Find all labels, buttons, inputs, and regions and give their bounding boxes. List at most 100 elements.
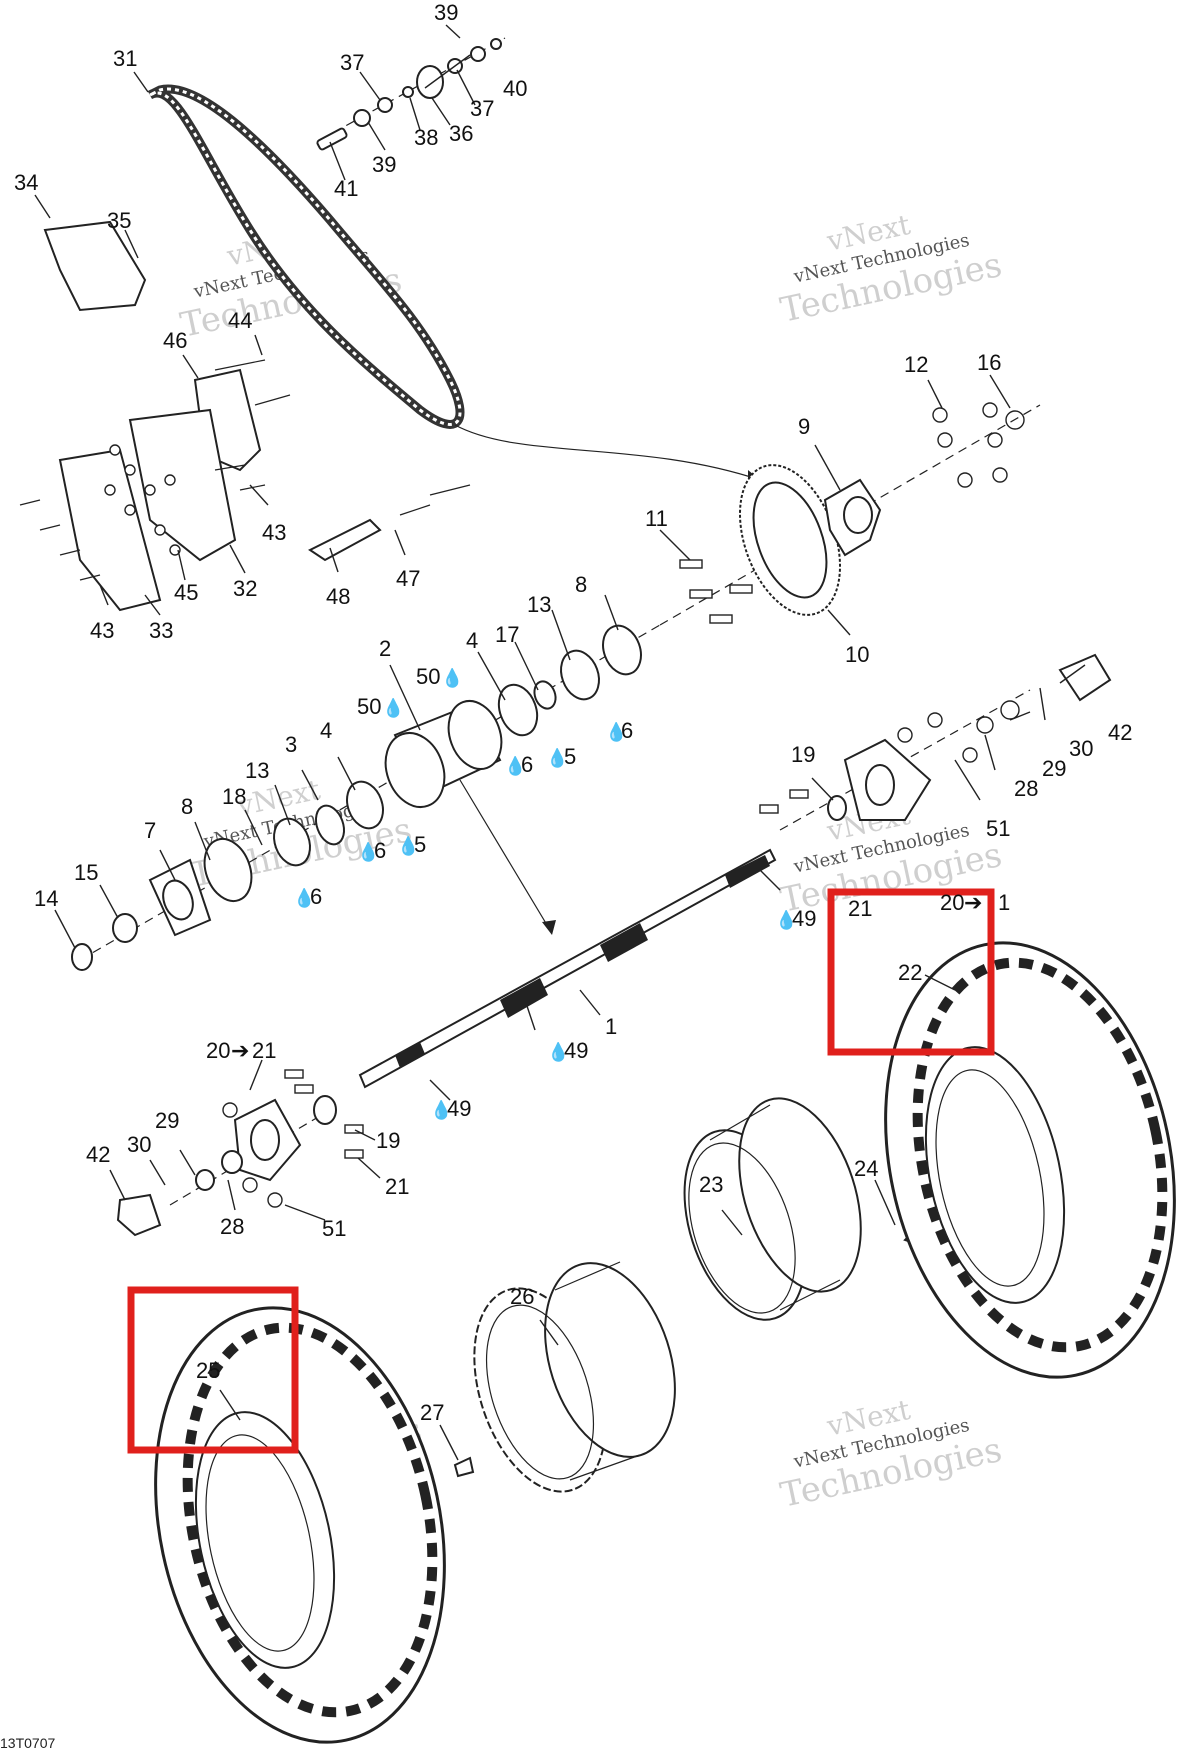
callout-43: 43 (262, 520, 286, 545)
arrow-glyph: ➔ (964, 890, 982, 915)
callout-6: 6 (621, 718, 633, 743)
callout-49: 49 (792, 906, 816, 931)
highlight-box-25 (127, 1286, 299, 1454)
callout-3: 3 (285, 732, 297, 757)
callout-50: 50 (357, 694, 381, 719)
callout-41: 41 (334, 176, 358, 201)
callout-24: 24 (854, 1156, 878, 1181)
callout-28: 28 (1014, 776, 1038, 801)
callout-2: 2 (379, 636, 391, 661)
callout-1-partial: 1 (998, 890, 1010, 915)
callout-20: 20 (206, 1038, 230, 1063)
callout-21: 21 (848, 896, 872, 921)
callout-28: 28 (220, 1214, 244, 1239)
callout-29: 29 (155, 1108, 179, 1133)
callout-30: 30 (127, 1132, 151, 1157)
bearing-housing (71, 624, 661, 971)
callout-15: 15 (74, 860, 98, 885)
callout-47: 47 (396, 566, 420, 591)
figure-code: 13T0707 (0, 1735, 55, 1751)
lubricant-icon: 💧 (397, 835, 419, 857)
callout-5: 5 (414, 832, 426, 857)
callout-34: 34 (14, 170, 38, 195)
lubricant-icon: 💧 (430, 1099, 452, 1121)
callout-7: 7 (144, 818, 156, 843)
callout-27: 27 (420, 1400, 444, 1425)
rear-sprocket (659, 402, 1041, 626)
callout-4: 4 (466, 628, 478, 653)
left-wheel-hub (116, 1069, 364, 1237)
callout-labels: 39 31 37 40 37 36 38 39 41 34 35 46 44 1… (14, 0, 1132, 1425)
callout-29: 29 (1042, 756, 1066, 781)
callout-25: 25 (196, 1358, 220, 1383)
callout-5: 5 (564, 744, 576, 769)
lubricant-icon: 💧 (293, 887, 315, 909)
callout-13: 13 (527, 592, 551, 617)
lubricant-icon: 💧 (504, 755, 526, 777)
callout-31: 31 (113, 46, 137, 71)
callout-26: 26 (510, 1284, 534, 1309)
callout-16: 16 (977, 350, 1001, 375)
highlight-box-22 (827, 888, 995, 1056)
callout-35: 35 (107, 208, 131, 233)
callout-51: 51 (986, 816, 1010, 841)
callout-49: 49 (564, 1038, 588, 1063)
rear-axle (358, 848, 777, 1089)
callout-21: 21 (385, 1174, 409, 1199)
callout-38: 38 (414, 125, 438, 150)
leader-lines (34, 24, 1086, 1461)
callout-37: 37 (470, 96, 494, 121)
idler-assembly (316, 37, 506, 151)
callout-6: 6 (374, 838, 386, 863)
callout-21: 21 (252, 1038, 276, 1063)
lubricant-icon: 💧 (775, 909, 797, 931)
callout-1: 1 (605, 1014, 617, 1039)
callout-40: 40 (503, 76, 527, 101)
callout-19: 19 (791, 742, 815, 767)
lubricant-icon: 💧 (546, 747, 568, 769)
lubricant-icon: 💧 (382, 697, 404, 719)
callout-43: 43 (90, 618, 114, 643)
callout-42: 42 (1108, 720, 1132, 745)
callout-10: 10 (845, 642, 869, 667)
callout-42: 42 (86, 1142, 110, 1167)
callout-4: 4 (320, 718, 332, 743)
callout-39: 39 (434, 0, 458, 25)
callout-17: 17 (495, 622, 519, 647)
callout-32: 32 (233, 576, 257, 601)
callout-30: 30 (1069, 736, 1093, 761)
lubricant-icon: 💧 (357, 841, 379, 863)
callout-6: 6 (310, 884, 322, 909)
callout-14: 14 (34, 886, 58, 911)
callout-39: 39 (372, 152, 396, 177)
callout-33: 33 (149, 618, 173, 643)
callout-49: 49 (447, 1096, 471, 1121)
callout-13: 13 (245, 758, 269, 783)
drive-chain (147, 84, 761, 488)
right-wheel-hub (759, 653, 1112, 831)
callout-46: 46 (163, 328, 187, 353)
callout-6: 6 (521, 752, 533, 777)
callout-11: 11 (645, 506, 668, 531)
callout-51: 51 (322, 1216, 346, 1241)
callout-48: 48 (326, 584, 350, 609)
rims (453, 1097, 922, 1493)
callout-9: 9 (798, 414, 810, 439)
arrow-glyph: ➔ (231, 1038, 249, 1063)
lubricant-icon: 💧 (605, 721, 627, 743)
callout-20: 20 (940, 890, 964, 915)
chain-guide-brackets (19, 220, 471, 612)
callout-45: 45 (174, 580, 198, 605)
callout-8: 8 (575, 572, 587, 597)
lubricant-icon: 💧 (547, 1041, 569, 1063)
lubricant-icon: 💧 (441, 667, 463, 689)
callout-19: 19 (376, 1128, 400, 1153)
callout-22: 22 (898, 960, 922, 985)
callout-44: 44 (228, 308, 252, 333)
callout-50: 50 (416, 664, 440, 689)
callout-12: 12 (904, 352, 928, 377)
callout-36: 36 (449, 121, 473, 146)
callout-18: 18 (222, 784, 246, 809)
callout-23: 23 (699, 1172, 723, 1197)
